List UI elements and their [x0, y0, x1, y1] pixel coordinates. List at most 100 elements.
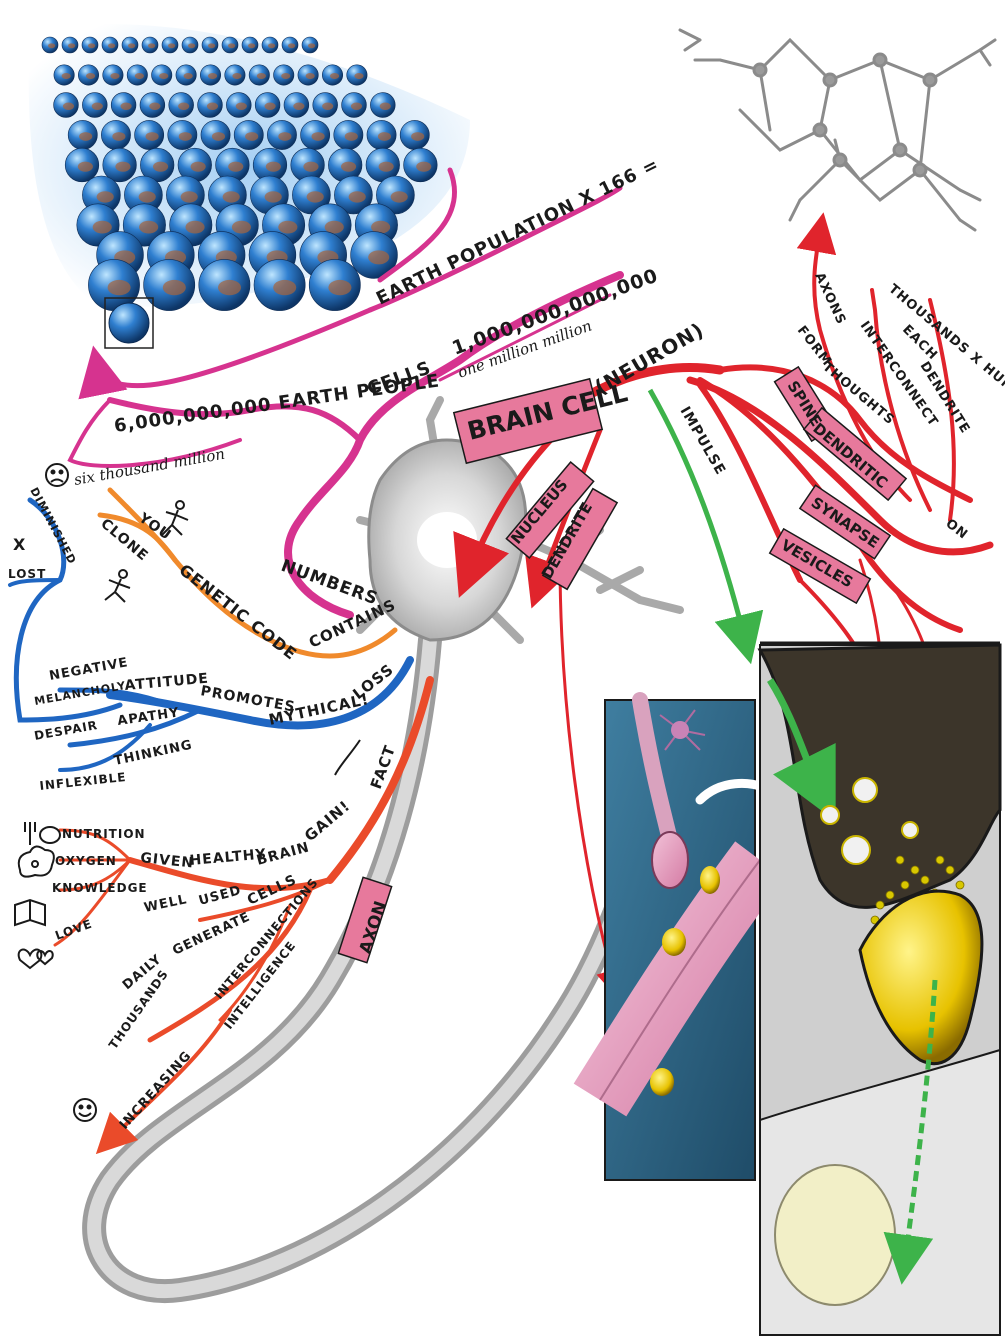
globe-landmass: [223, 191, 240, 202]
globe-landmass: [88, 43, 95, 48]
globe-landmass: [153, 162, 168, 172]
happy-face-icon: [74, 1099, 96, 1121]
globe-landmass: [328, 280, 351, 295]
globe-landmass: [208, 73, 217, 79]
globe-landmass: [278, 221, 297, 234]
globe-landmass: [351, 103, 362, 110]
globe-landmass: [322, 103, 333, 110]
globe-landmass: [330, 73, 339, 79]
label-on: ON: [943, 516, 971, 543]
globe-landmass: [208, 43, 215, 48]
globe-landmass: [325, 221, 344, 234]
globe-landmass: [228, 43, 235, 48]
globe-landmass: [303, 162, 318, 172]
globe-landmass: [288, 43, 295, 48]
label-inflexible: INFLEXIBLE: [39, 770, 127, 793]
globe-landmass: [92, 103, 103, 110]
globe-landmass: [207, 103, 218, 110]
label-gain: GAIN!: [301, 797, 354, 845]
globe-landmass: [148, 43, 155, 48]
globe-landmass: [63, 103, 74, 110]
globe-landmass: [79, 132, 92, 141]
globe-landmass: [184, 73, 193, 79]
label-love: LOVE: [53, 916, 94, 942]
globe-landmass: [391, 191, 408, 202]
globe-landmass: [265, 103, 276, 110]
globe-landmass: [97, 191, 114, 202]
label-used: USED: [197, 883, 243, 909]
label-lost: LOST: [8, 567, 46, 581]
globe-landmass: [108, 280, 131, 295]
globe-landmass: [112, 132, 125, 141]
neurotransmitter-dot: [901, 881, 909, 889]
label-neuron: (NEURON): [591, 318, 709, 400]
label-nutrition: NUTRITION: [62, 827, 146, 841]
label-attitude: ATTITUDE: [124, 671, 210, 694]
neurotransmitter-dot: [911, 866, 919, 874]
neuron-network-sketch: [680, 30, 995, 230]
globe-landmass: [163, 280, 186, 295]
globe-landmass: [416, 162, 431, 172]
label-loss: LOSS: [349, 660, 397, 703]
running-clone-icon: [105, 570, 130, 602]
globe-landmass: [110, 73, 119, 79]
globe-landmass: [86, 73, 95, 79]
nucleus-glow: [417, 512, 477, 568]
globe-landmass: [48, 43, 55, 48]
neurotransmitter-dot: [936, 856, 944, 864]
globe-landmass: [68, 43, 75, 48]
globe-landmass: [179, 132, 192, 141]
globe-landmass: [411, 132, 424, 141]
globe-landmass: [293, 103, 304, 110]
globe-landmass: [135, 73, 144, 79]
neurotransmitter-dot: [886, 891, 894, 899]
globe-landmass: [265, 191, 282, 202]
cloud-oxygen-icon: [19, 846, 54, 876]
hearts-icon: [19, 950, 53, 968]
globe-landmass: [212, 132, 225, 141]
neurotransmitter-dot: [956, 881, 964, 889]
label-numbers: NUMBERS: [278, 556, 381, 610]
globe-landmass: [191, 162, 206, 172]
label-thinking: THINKING: [113, 738, 194, 769]
neurotransmitter-dot: [946, 866, 954, 874]
globe-landmass: [232, 221, 251, 234]
book-icon: [15, 900, 45, 925]
globe-landmass: [168, 43, 175, 48]
neurotransmitter-dot: [876, 901, 884, 909]
globe-landmass: [257, 73, 266, 79]
globe-landmass: [188, 43, 195, 48]
globe-landmass: [308, 43, 315, 48]
globe-landmass: [146, 132, 159, 141]
globe-landmass: [159, 73, 168, 79]
globe-landmass: [281, 73, 290, 79]
earth-globes-field: [29, 24, 470, 348]
globe-landmass: [354, 73, 363, 79]
globe-landmass: [312, 132, 325, 141]
globe-landmass: [178, 103, 189, 110]
globe-landmass: [345, 132, 358, 141]
globe-landmass: [115, 162, 130, 172]
globe-landmass: [139, 191, 156, 202]
globe-landmass: [245, 132, 258, 141]
globe-landmass: [368, 250, 389, 264]
globe-landmass: [379, 162, 394, 172]
globe-landmass: [93, 221, 112, 234]
globe-landmass: [306, 73, 315, 79]
label-well: WELL: [143, 892, 189, 916]
label-six-words: six thousand million: [73, 445, 227, 489]
globe-landmass: [341, 162, 356, 172]
globe-landmass: [186, 221, 205, 234]
globe-landmass: [273, 280, 296, 295]
globe-landmass: [232, 73, 241, 79]
sad-face-icon: [46, 464, 68, 486]
globe-landmass: [378, 132, 391, 141]
globe-landmass: [307, 191, 324, 202]
globe-landmass: [108, 43, 115, 48]
label-knowledge: KNOWLEDGE: [52, 881, 148, 895]
globe-landmass: [218, 280, 241, 295]
synapse-panel: [760, 643, 1000, 1335]
neurotransmitter-dot: [921, 876, 929, 884]
label-oxygen: OXYGEN: [55, 854, 117, 868]
